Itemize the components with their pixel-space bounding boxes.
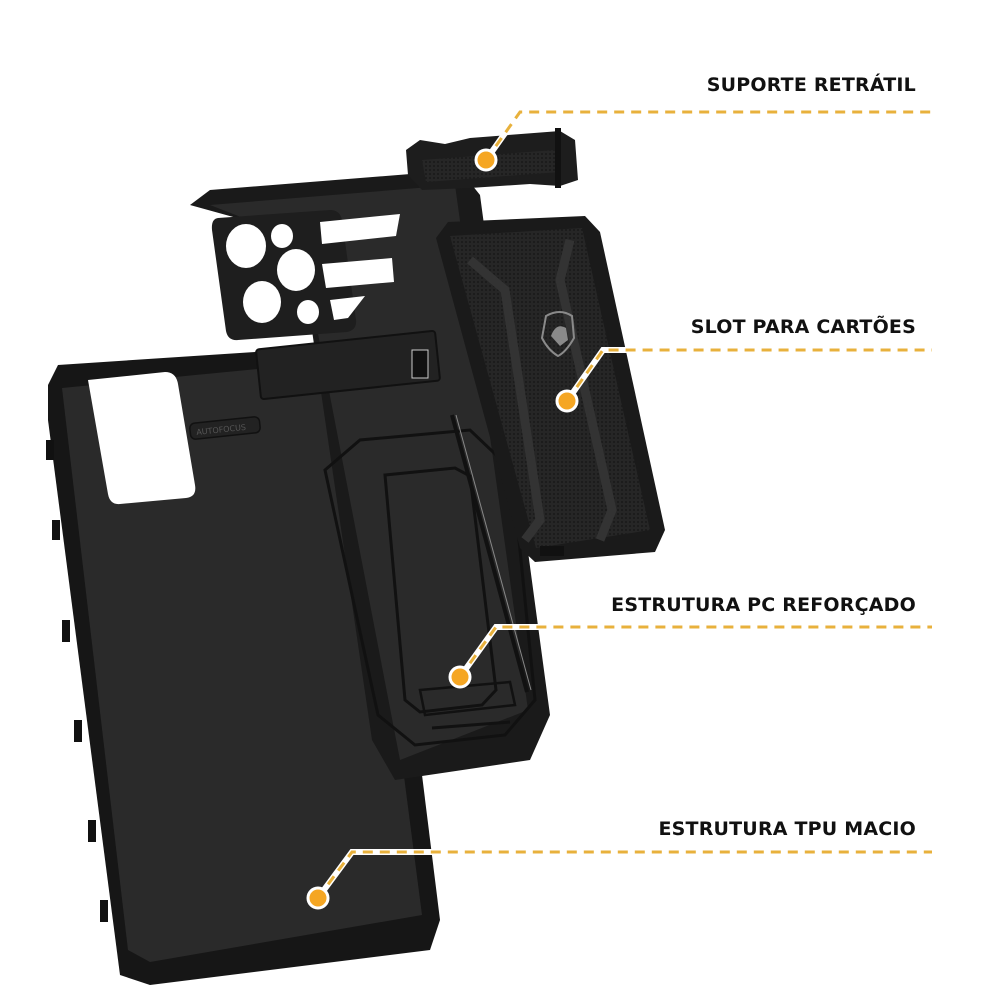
gorilla-shield-logo [540,311,576,358]
flash-cutout [297,300,319,324]
lens-cutout [271,224,293,248]
callout-tpu-frame [306,849,935,910]
callout-dot [555,389,579,413]
callout-card-slot [555,347,935,413]
lens-cutout [243,281,281,323]
callout-dot [448,665,472,689]
label-estrutura-pc: ESTRUTURA PC REFORÇADO [611,594,916,616]
lens-cutout [277,249,315,291]
callout-stand [474,109,935,172]
card-slot-plate [436,216,665,562]
lens-cutout [226,224,266,268]
callout-pc-frame [448,624,935,689]
label-estrutura-tpu: ESTRUTURA TPU MACIO [658,818,916,840]
callout-dot [474,148,498,172]
autofocus-plate [189,416,261,440]
callout-dot [306,886,330,910]
label-suporte-retratil: SUPORTE RETRÁTIL [706,74,916,96]
label-slot-para-cartoes: SLOT PARA CARTÕES [690,316,916,338]
